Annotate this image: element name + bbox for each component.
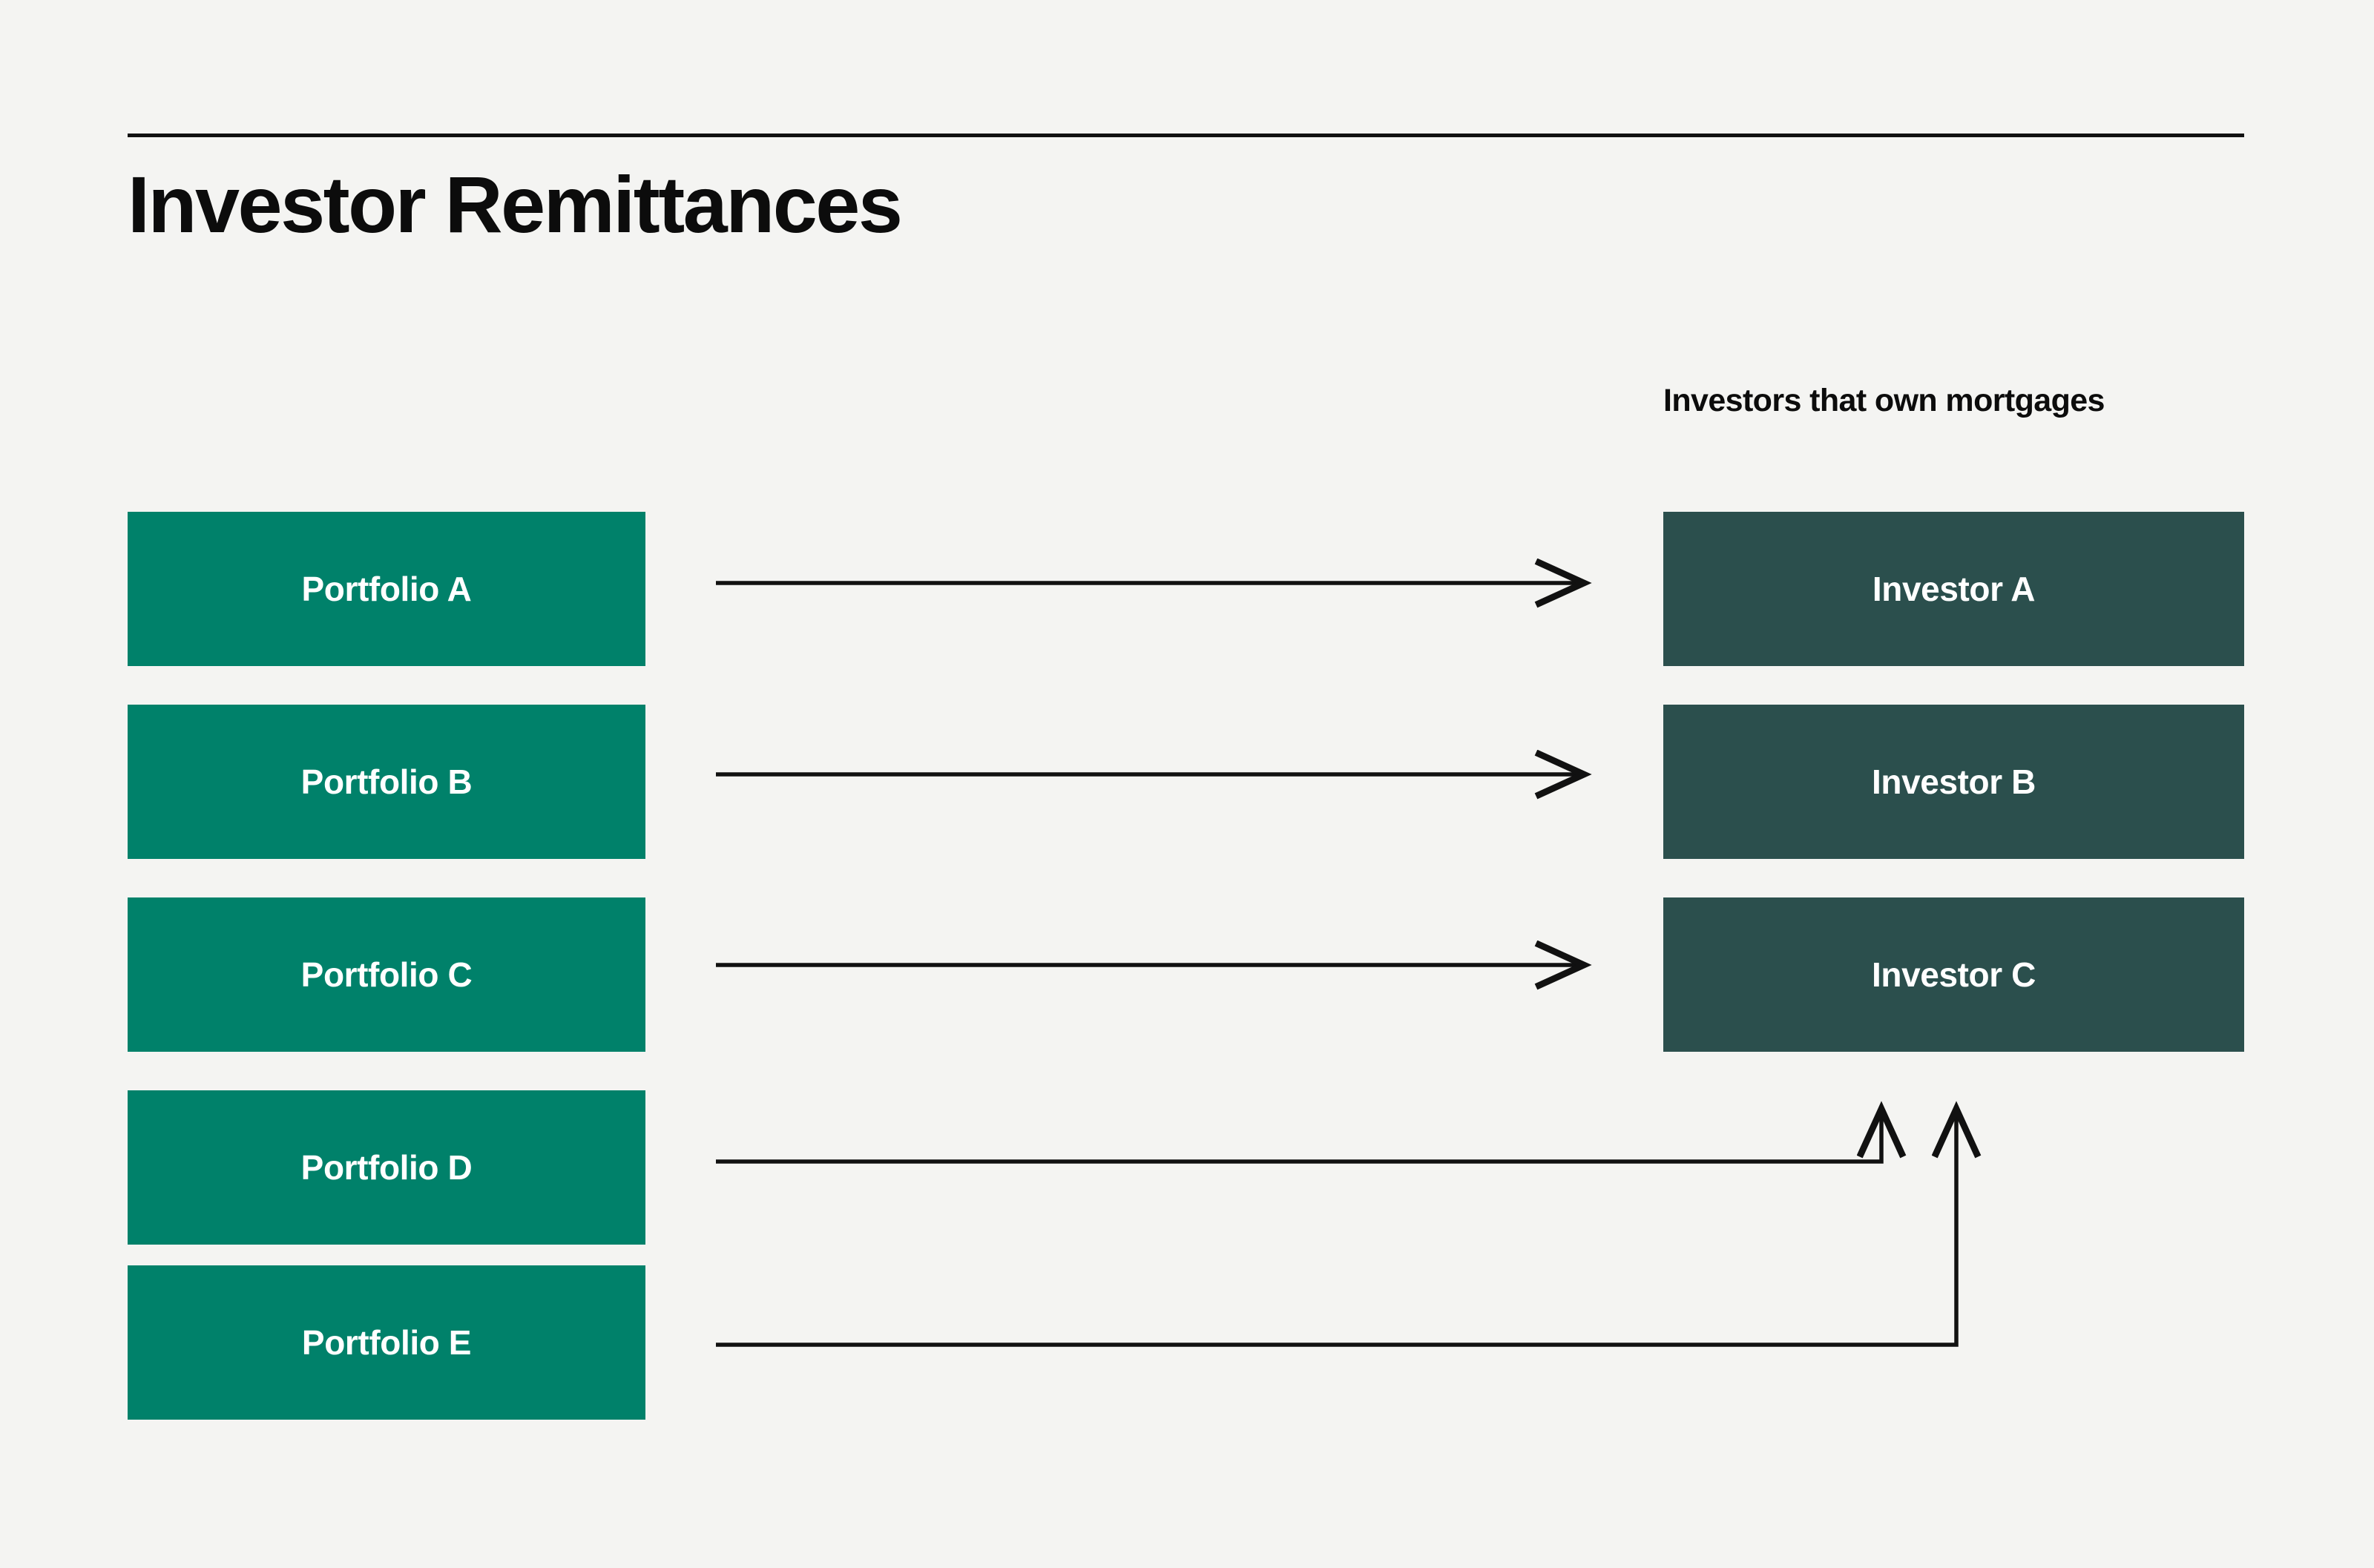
portfolio-box-c[interactable]: Portfolio C: [128, 897, 645, 1052]
portfolio-box-a[interactable]: Portfolio A: [128, 512, 645, 666]
portfolio-label-d: Portfolio D: [300, 1148, 473, 1187]
connector-portfolio-d-to-investor-c: [716, 1109, 1881, 1164]
portfolio-label-b: Portfolio B: [300, 762, 473, 801]
investor-box-c[interactable]: Investor C: [1663, 897, 2244, 1052]
portfolio-label-a: Portfolio A: [301, 570, 472, 608]
investor-box-b[interactable]: Investor B: [1663, 705, 2244, 859]
investor-box-a[interactable]: Investor A: [1663, 512, 2244, 666]
header-divider: [128, 134, 2244, 137]
portfolio-box-e[interactable]: Portfolio E: [128, 1265, 645, 1420]
connector-portfolio-e-to-investor-c: [716, 1109, 1956, 1347]
investor-label-c: Investor C: [1872, 955, 2036, 994]
portfolio-box-b[interactable]: Portfolio B: [128, 705, 645, 859]
portfolio-box-d[interactable]: Portfolio D: [128, 1090, 645, 1245]
portfolio-label-c: Portfolio C: [300, 955, 473, 994]
investor-label-b: Investor B: [1872, 762, 2036, 801]
portfolio-label-e: Portfolio E: [301, 1323, 472, 1362]
right-column-caption: Investors that own mortgages: [1663, 383, 2105, 418]
page-title: Investor Remittances: [128, 159, 903, 249]
investor-label-a: Investor A: [1872, 570, 2036, 608]
